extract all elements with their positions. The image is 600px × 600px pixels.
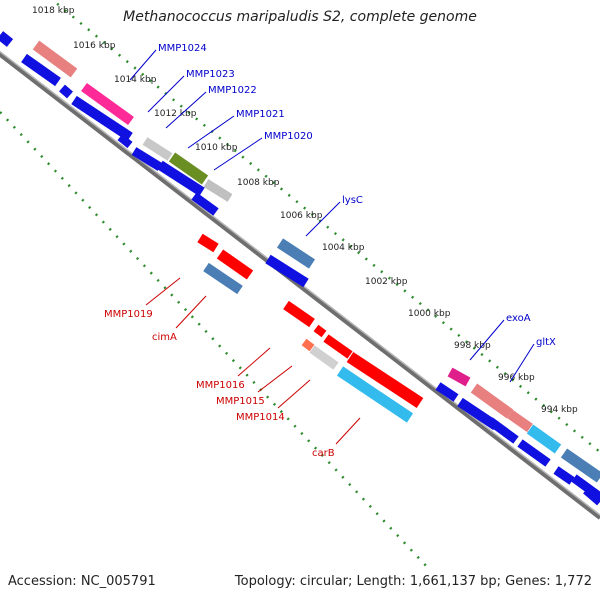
feature-bar-13 [191, 192, 219, 216]
tick-label: 994 kbp [541, 405, 578, 415]
forward-gene-label[interactable]: lysC [342, 195, 363, 206]
feature-bar-10 [203, 179, 233, 202]
forward-gene-label[interactable]: MMP1024 [158, 43, 207, 54]
map-title: Methanococcus maripaludis S2, complete g… [123, 9, 477, 25]
feature-bar-26 [447, 367, 471, 387]
tick-label: 998 kbp [454, 341, 491, 351]
tick-label: 1000 kbp [408, 309, 451, 319]
feature-bar-32 [487, 417, 519, 444]
tick-label: 996 kbp [498, 373, 535, 383]
reverse-gene-label[interactable]: MMP1019 [104, 309, 153, 320]
feature-bar-23 [309, 345, 339, 370]
forward-gene-label[interactable]: exoA [506, 313, 531, 324]
reverse-gene-leader [335, 417, 361, 445]
feature-bar-9 [168, 152, 209, 185]
feature-bar-37 [583, 486, 600, 506]
feature-bar-17 [216, 249, 254, 280]
feature-bar-8 [142, 137, 173, 161]
forward-gene-label[interactable]: gltX [536, 337, 556, 348]
feature-layer [0, 31, 600, 506]
reverse-gene-label[interactable]: MMP1014 [236, 412, 285, 423]
reverse-gene-leader [145, 277, 181, 306]
feature-bar-35 [553, 466, 575, 485]
reverse-gene-leader [277, 379, 311, 409]
feature-bar-19 [283, 300, 315, 328]
reverse-gene-label[interactable]: MMP1015 [216, 396, 265, 407]
tick-label: 1018 kbp [32, 6, 75, 16]
feature-bar-28 [470, 383, 514, 419]
genome-backbone [0, 52, 600, 520]
forward-gene-leader [469, 319, 505, 361]
forward-gene-leader [165, 91, 207, 129]
feature-bar-18 [203, 262, 243, 295]
forward-gene-leader [213, 137, 263, 171]
feature-bar-30 [507, 409, 533, 433]
feature-bar-6 [71, 95, 133, 142]
forward-gene-leader [509, 343, 535, 383]
feature-bar-7 [117, 133, 133, 149]
tick-label: 1008 kbp [237, 178, 280, 188]
tick-label: 1004 kbp [322, 243, 365, 253]
tick-label-layer: 1018 kbp 1016 kbp 1014 kbp 1012 kbp 1010 kbp… [32, 6, 578, 415]
forward-gene-leader [187, 115, 235, 149]
forward-gene-label[interactable]: MMP1022 [208, 85, 257, 96]
forward-gene-label[interactable]: MMP1021 [236, 109, 285, 120]
feature-bar-2 [0, 31, 14, 47]
tick-label: 1006 kbp [280, 211, 323, 221]
feature-bar-14 [276, 238, 316, 269]
feature-bar-15 [265, 254, 309, 288]
feature-bar-20 [313, 324, 327, 338]
reverse-gene-leader [175, 295, 207, 329]
feature-bar-27 [435, 382, 459, 402]
tick-label: 1010 kbp [195, 143, 238, 153]
outer-tick-track [50, 0, 600, 453]
reverse-gene-leader [257, 365, 293, 393]
summary-text: Topology: circular; Length: 1,661,137 bp… [234, 574, 592, 589]
reverse-gene-leader [237, 347, 271, 377]
forward-gene-leader [129, 49, 157, 81]
tick-label: 1012 kbp [154, 109, 197, 119]
reverse-gene-label[interactable]: cimA [152, 332, 177, 343]
feature-bar-21 [301, 338, 315, 352]
feature-bar-11 [131, 147, 163, 171]
feature-bar-31 [526, 424, 562, 454]
feature-bar-34 [560, 448, 600, 483]
feature-bar-12 [157, 160, 205, 197]
feature-bar-3 [21, 53, 61, 87]
feature-bar-4 [59, 84, 73, 99]
feature-bar-5 [81, 82, 134, 126]
feature-bar-1 [32, 40, 78, 78]
forward-gene-leader [147, 75, 185, 113]
reverse-gene-label[interactable]: carB [312, 448, 335, 459]
forward-gene-label[interactable]: MMP1020 [264, 131, 313, 142]
feature-bar-33 [517, 439, 551, 467]
forward-gene-leader [305, 201, 341, 237]
tick-label: 1014 kbp [114, 75, 157, 85]
feature-bar-24 [346, 351, 424, 409]
feature-bar-25 [336, 366, 414, 423]
tick-label: 1002 kbp [365, 277, 408, 287]
feature-bar-22 [323, 334, 353, 359]
tick-label: 1016 kbp [73, 41, 116, 51]
reverse-gene-label[interactable]: MMP1016 [196, 380, 245, 391]
accession-text: Accession: NC_005791 [8, 574, 156, 589]
inner-tick-track [0, 111, 431, 571]
forward-gene-label[interactable]: MMP1023 [186, 69, 235, 80]
feature-bar-16 [197, 233, 219, 253]
